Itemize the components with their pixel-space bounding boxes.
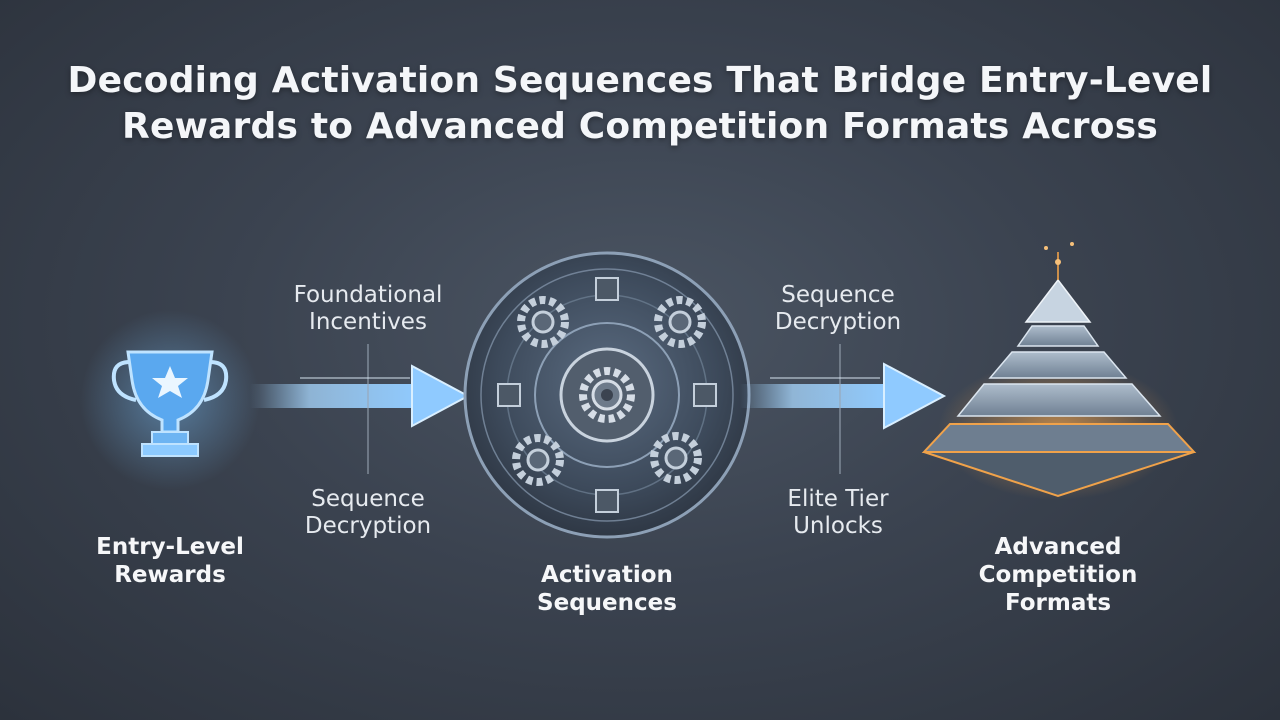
gear-icon (650, 432, 702, 484)
entry-level-rewards-label: Entry-Level Rewards (96, 534, 244, 588)
gear-icon (654, 296, 706, 348)
right-top-label: Sequence Decryption (774, 282, 902, 335)
gear-circuit-icon (463, 251, 751, 539)
center-gear-icon (579, 367, 635, 423)
chip-icon (497, 277, 717, 513)
activation-sequences-label: Activation Sequences (537, 562, 677, 616)
left-top-label: Foundational Incentives (293, 282, 443, 335)
title-line-1: Decoding Activation Sequences That Bridg… (67, 60, 1213, 101)
gear-icon (517, 296, 569, 348)
advanced-competition-formats-label: Advanced Competition Formats (978, 534, 1138, 616)
trophy-icon (80, 310, 260, 490)
gear-icon (512, 434, 564, 486)
right-bottom-label: Elite Tier Unlocks (787, 486, 889, 539)
left-bottom-label: Sequence Decryption (304, 486, 432, 539)
title-line-2: Rewards to Advanced Competition Formats … (122, 106, 1158, 147)
arrow-left-connector (250, 344, 471, 474)
diagram-title: Decoding Activation Sequences That Bridg… (0, 58, 1280, 150)
arrow-right-connector (740, 344, 947, 474)
pyramid-icon (921, 242, 1197, 500)
